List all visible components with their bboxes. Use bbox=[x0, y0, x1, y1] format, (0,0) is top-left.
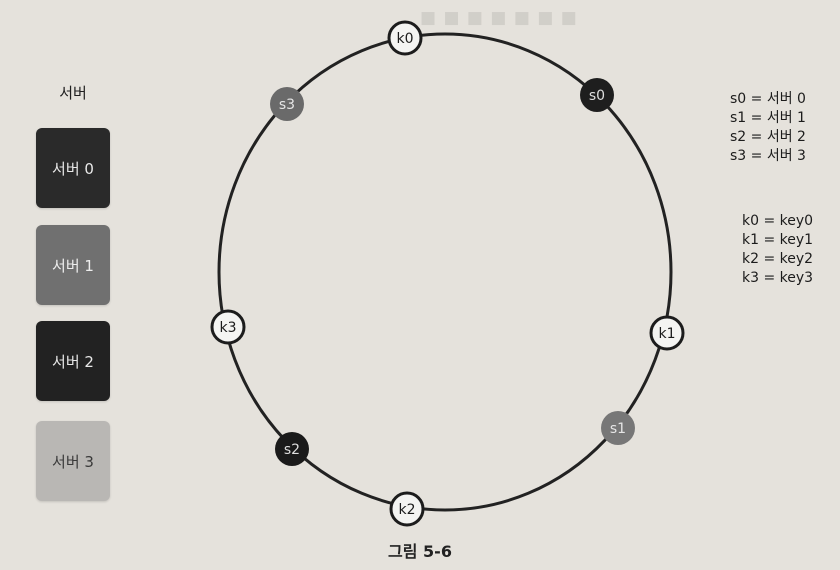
server-mapping-s0: s0 = 서버 0 bbox=[730, 91, 806, 107]
server-mapping-s1: s1 = 서버 1 bbox=[730, 110, 806, 126]
key-mapping-legend: k0 = key0 k1 = key1 k2 = key2 k3 = key3 bbox=[742, 212, 813, 288]
key-mapping-k0: k0 = key0 bbox=[742, 213, 814, 229]
server-node-s1: s1 bbox=[601, 411, 635, 445]
server-node-s0: s0 bbox=[580, 78, 614, 112]
key-node-k2-label: k2 bbox=[398, 502, 415, 518]
server-node-s0-label: s0 bbox=[589, 88, 605, 104]
server-node-s2: s2 bbox=[275, 432, 309, 466]
server-node-s2-label: s2 bbox=[284, 442, 300, 458]
legend-server-0-label: 서버 0 bbox=[52, 159, 94, 178]
bleed-through-text: ■ ■ ■ ■ ■ ■ ■ bbox=[420, 8, 578, 28]
legend-server-3: 서버 3 bbox=[36, 421, 110, 501]
key-node-k3-label: k3 bbox=[219, 320, 236, 336]
legend-server-1-label: 서버 1 bbox=[52, 256, 94, 275]
key-node-k0-label: k0 bbox=[396, 31, 413, 47]
key-mapping-k2: k2 = key2 bbox=[742, 251, 814, 267]
key-node-k1: k1 bbox=[649, 315, 685, 351]
key-node-k0: k0 bbox=[387, 20, 423, 56]
legend-title: 서버 bbox=[59, 84, 87, 102]
hash-ring bbox=[217, 32, 673, 512]
legend-server-1: 서버 1 bbox=[36, 225, 110, 305]
figure-caption: 그림 5-6 bbox=[388, 542, 452, 561]
key-node-k2: k2 bbox=[389, 491, 425, 527]
key-mapping-k1: k1 = key1 bbox=[742, 232, 814, 248]
server-mapping-s2: s2 = 서버 2 bbox=[730, 129, 806, 145]
server-node-s1-label: s1 bbox=[610, 421, 626, 437]
legend-server-0: 서버 0 bbox=[36, 128, 110, 208]
legend-server-2: 서버 2 bbox=[36, 321, 110, 401]
server-node-s3: s3 bbox=[270, 87, 304, 121]
legend-server-3-label: 서버 3 bbox=[52, 452, 94, 471]
server-node-s3-label: s3 bbox=[279, 97, 295, 113]
server-mapping-s3: s3 = 서버 3 bbox=[730, 148, 806, 164]
server-mapping-legend: s0 = 서버 0 s1 = 서버 1 s2 = 서버 2 s3 = 서버 3 bbox=[730, 90, 806, 166]
key-node-k3: k3 bbox=[210, 309, 246, 345]
key-mapping-k3: k3 = key3 bbox=[742, 270, 814, 286]
legend-server-2-label: 서버 2 bbox=[52, 352, 94, 371]
key-node-k1-label: k1 bbox=[658, 326, 675, 342]
